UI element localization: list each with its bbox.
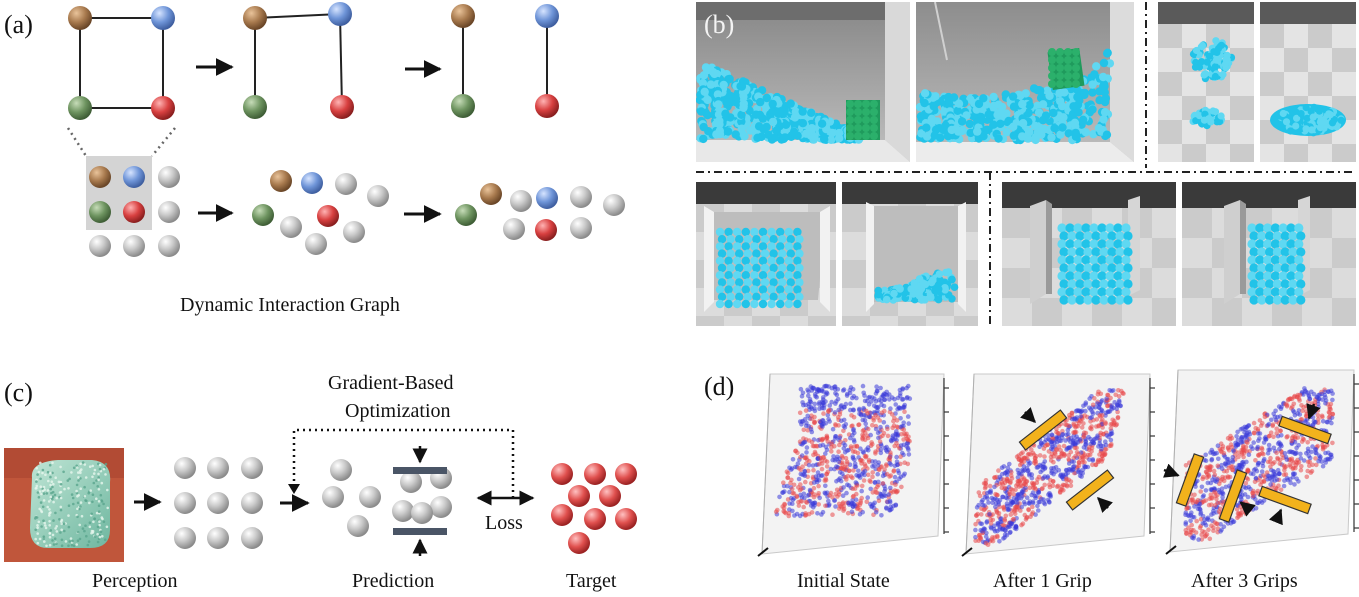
rigid-cube xyxy=(846,100,880,140)
loop-arrowhead xyxy=(288,484,300,494)
caption-prediction: Prediction xyxy=(352,570,435,592)
loss-label: Loss xyxy=(485,512,523,534)
particle-grid-3 xyxy=(455,183,625,241)
panel-c-pipeline xyxy=(4,428,637,562)
pointcloud-after-3-grips xyxy=(1163,369,1359,555)
scene-plasticine-drop-1 xyxy=(1158,2,1254,162)
panel-label-c: (c) xyxy=(4,378,33,407)
particle-red xyxy=(330,95,354,119)
optimization-label-line1: Gradient-Based xyxy=(328,372,454,394)
gripper-bar xyxy=(1218,469,1248,523)
caption-initial-state: Initial State xyxy=(797,570,890,592)
scene-plasticine-pillars-2 xyxy=(1182,182,1356,326)
particle-green xyxy=(451,94,475,118)
particle-brown xyxy=(451,4,475,28)
particle-grid-1 xyxy=(89,166,180,257)
panel-label-a: (a) xyxy=(4,10,33,39)
gripper-top xyxy=(393,467,447,474)
particle-brown xyxy=(243,6,267,30)
prediction-particles xyxy=(322,459,452,537)
scene-plasticine-pillars-1 xyxy=(1002,182,1176,326)
particle-green xyxy=(68,96,92,120)
gripper-bar xyxy=(1278,415,1332,445)
zoom-line-left xyxy=(66,127,88,157)
pointcloud-after-1-grip xyxy=(961,373,1155,557)
target-particles xyxy=(551,463,637,554)
particle-grid-2 xyxy=(252,170,389,255)
particle-green xyxy=(243,95,267,119)
particle-brown xyxy=(68,6,92,30)
plasticine-photo xyxy=(4,448,124,562)
caption-after-3-grips: After 3 Grips xyxy=(1191,570,1298,592)
scene-fluid-block-2 xyxy=(842,182,978,326)
pointcloud-initial xyxy=(757,373,949,557)
gripper-bar xyxy=(1175,453,1205,507)
panel-a-graph xyxy=(66,2,625,257)
panel-label-b: (b) xyxy=(704,10,735,39)
particle-red xyxy=(151,96,175,120)
panel-b-simulations xyxy=(696,2,1356,326)
caption-target: Target xyxy=(566,570,617,592)
gripper-bar xyxy=(1018,409,1068,451)
particle-blue xyxy=(535,4,559,28)
scene-fluid-rigid-1 xyxy=(696,2,910,162)
particle-blue xyxy=(328,2,352,26)
particle-red xyxy=(535,94,559,118)
caption-perception: Perception xyxy=(92,570,178,592)
optimization-label-line2: Optimization xyxy=(345,400,451,422)
graph-stage-1 xyxy=(79,17,164,109)
gripper-bar xyxy=(1258,485,1312,515)
graph-stage-2 xyxy=(254,13,343,108)
scene-plasticine-drop-2 xyxy=(1260,2,1356,162)
caption-after-1-grip: After 1 Grip xyxy=(993,570,1092,592)
scene-fluid-rigid-2 xyxy=(916,2,1134,162)
gripper-bar xyxy=(1065,469,1115,511)
panel-label-d: (d) xyxy=(704,372,735,401)
caption-dynamic-interaction-graph: Dynamic Interaction Graph xyxy=(180,294,400,316)
gripper-bottom xyxy=(393,528,447,535)
graph-stage-3 xyxy=(462,16,548,106)
particle-blue xyxy=(151,6,175,30)
perception-particles xyxy=(174,457,263,549)
zoom-line-right xyxy=(151,127,176,157)
scene-fluid-block-1 xyxy=(696,182,836,326)
panel-d-pointclouds xyxy=(757,369,1359,557)
rigid-cube xyxy=(1047,47,1085,91)
